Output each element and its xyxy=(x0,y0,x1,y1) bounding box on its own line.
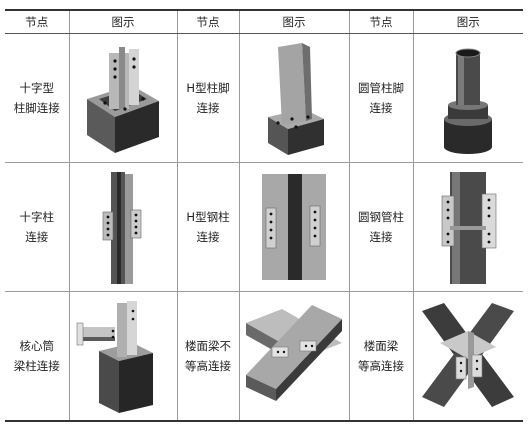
cruciform-column-base-icon xyxy=(87,47,159,153)
header-figure-1: 图示 xyxy=(68,9,178,34)
tube-column-base-icon xyxy=(444,48,493,154)
unequal-floor-beam-joint-icon xyxy=(246,305,342,401)
header-node-2: 节点 xyxy=(176,9,240,34)
node-label: H型钢柱 连接 xyxy=(176,162,240,292)
equal-floor-beam-joint-icon xyxy=(422,303,515,407)
node-label: 楼面梁不 等高连接 xyxy=(176,291,240,422)
node-label: 楼面梁 等高连接 xyxy=(348,291,414,422)
node-label: 十字型 柱脚连接 xyxy=(5,33,70,163)
table-row: 十字柱 连接 H型钢柱 连接 xyxy=(5,162,523,292)
cruciform-column-splice-icon xyxy=(102,172,142,284)
header-node-3: 节点 xyxy=(348,9,414,34)
round-tube-column-splice-icon xyxy=(441,172,497,284)
node-label: 十字柱 连接 xyxy=(5,162,70,292)
node-label: 圆管柱脚 连接 xyxy=(348,33,414,163)
core-tube-beam-column-icon xyxy=(76,301,153,413)
joint-table: 节点 图示 节点 图示 节点 图示 十字型 柱脚连接 xyxy=(5,9,523,422)
h-column-base-icon xyxy=(268,43,324,155)
node-label: H型柱脚 连接 xyxy=(176,33,240,163)
header-row: 节点 图示 节点 图示 节点 图示 xyxy=(5,9,523,34)
header-node-1: 节点 xyxy=(5,9,70,34)
header-figure-3: 图示 xyxy=(412,9,523,34)
h-steel-column-splice-icon xyxy=(262,174,326,280)
table-row: 十字型 柱脚连接 H型柱脚 连接 xyxy=(5,33,523,163)
node-label: 圆钢管柱 连接 xyxy=(348,162,414,292)
node-label: 核心筒 梁柱连接 xyxy=(5,291,70,422)
table-row: 核心筒 梁柱连接 楼面梁不 等高连接 xyxy=(5,291,523,422)
header-figure-2: 图示 xyxy=(238,9,350,34)
